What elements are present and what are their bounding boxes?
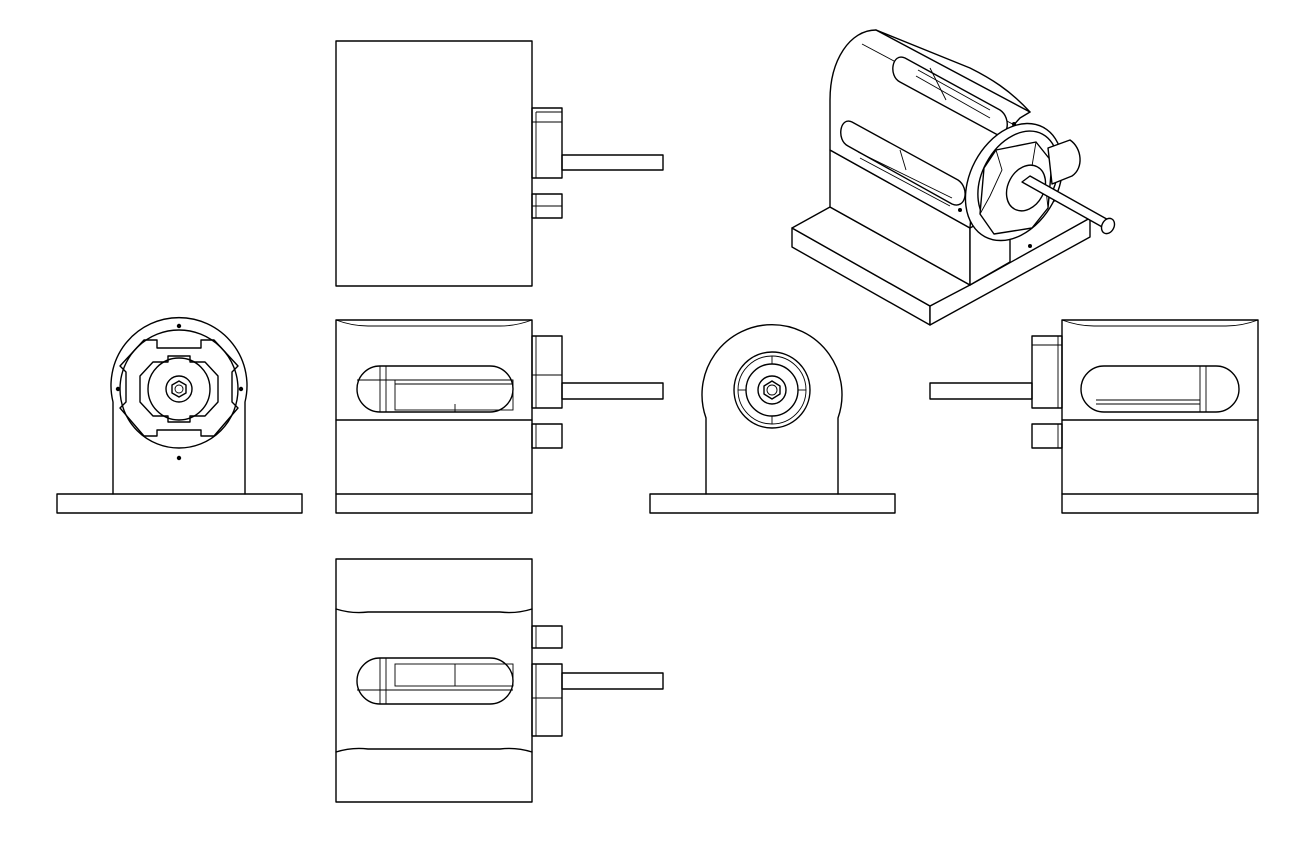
iso-shaft-end: [1100, 217, 1116, 235]
iso-hub: [1005, 164, 1047, 212]
bottom-view: [335, 558, 664, 803]
left-view-pedestal: [110, 316, 248, 495]
rear-view-housing-outline: [1061, 319, 1259, 514]
rear-view-tab: [1031, 423, 1063, 449]
left-end-view: [56, 316, 303, 514]
front-view-tab: [531, 423, 563, 449]
bottom-view-slot: [356, 657, 514, 705]
bottom-view-upper-edge: [335, 608, 533, 614]
front-view-shaft: [561, 382, 664, 400]
right-view-hub: [745, 363, 799, 417]
top-view-collar: [531, 107, 563, 179]
top-view: [335, 40, 664, 287]
left-view-hub: [147, 357, 211, 421]
front-view: [335, 319, 664, 514]
top-view-shaft: [561, 154, 664, 171]
left-view-inner-clamp: [139, 355, 219, 423]
rear-view-collar: [1031, 335, 1063, 409]
rear-view-slot: [1080, 365, 1240, 413]
iso-bolt-hole: [958, 208, 962, 212]
left-view-bolt-hole: [238, 386, 244, 392]
right-end-view: [649, 324, 896, 514]
right-view-base-plate: [649, 493, 896, 514]
bottom-view-tab: [531, 625, 563, 649]
right-view-hex-nut: [763, 380, 781, 400]
left-view-base-plate: [56, 493, 303, 514]
iso-cylinder-top-line: [875, 29, 1031, 113]
iso-right-tab: [1047, 139, 1081, 185]
front-view-collar: [531, 335, 563, 409]
left-view-shaft-collar: [165, 375, 193, 403]
right-view-shaft-collar: [757, 375, 787, 405]
rear-view-shaft: [929, 382, 1033, 400]
left-view-bolt-hole: [115, 386, 121, 392]
right-view-flange-ring: [733, 351, 811, 429]
left-view-bolt-hole: [176, 455, 182, 461]
bottom-view-housing-outline: [335, 558, 533, 803]
bottom-view-shaft: [561, 672, 664, 690]
front-view-housing-outline: [335, 319, 533, 514]
left-view-clamp-ring: [119, 339, 239, 437]
iso-bolt-hole: [1012, 122, 1016, 126]
rear-view: [929, 319, 1259, 514]
iso-bolt-hole: [1028, 244, 1032, 248]
iso-lower-window: [840, 120, 966, 206]
left-view-hex-nut: [171, 380, 187, 398]
iso-upper-window: [892, 56, 1008, 136]
bottom-view-lower-edge: [335, 747, 533, 753]
left-view-bolt-hole: [176, 323, 182, 329]
front-view-slot: [356, 365, 514, 413]
isometric-view: [791, 29, 1116, 326]
bottom-view-collar: [531, 663, 563, 737]
top-view-housing-outline: [335, 40, 533, 287]
right-view-pedestal: [701, 324, 843, 495]
